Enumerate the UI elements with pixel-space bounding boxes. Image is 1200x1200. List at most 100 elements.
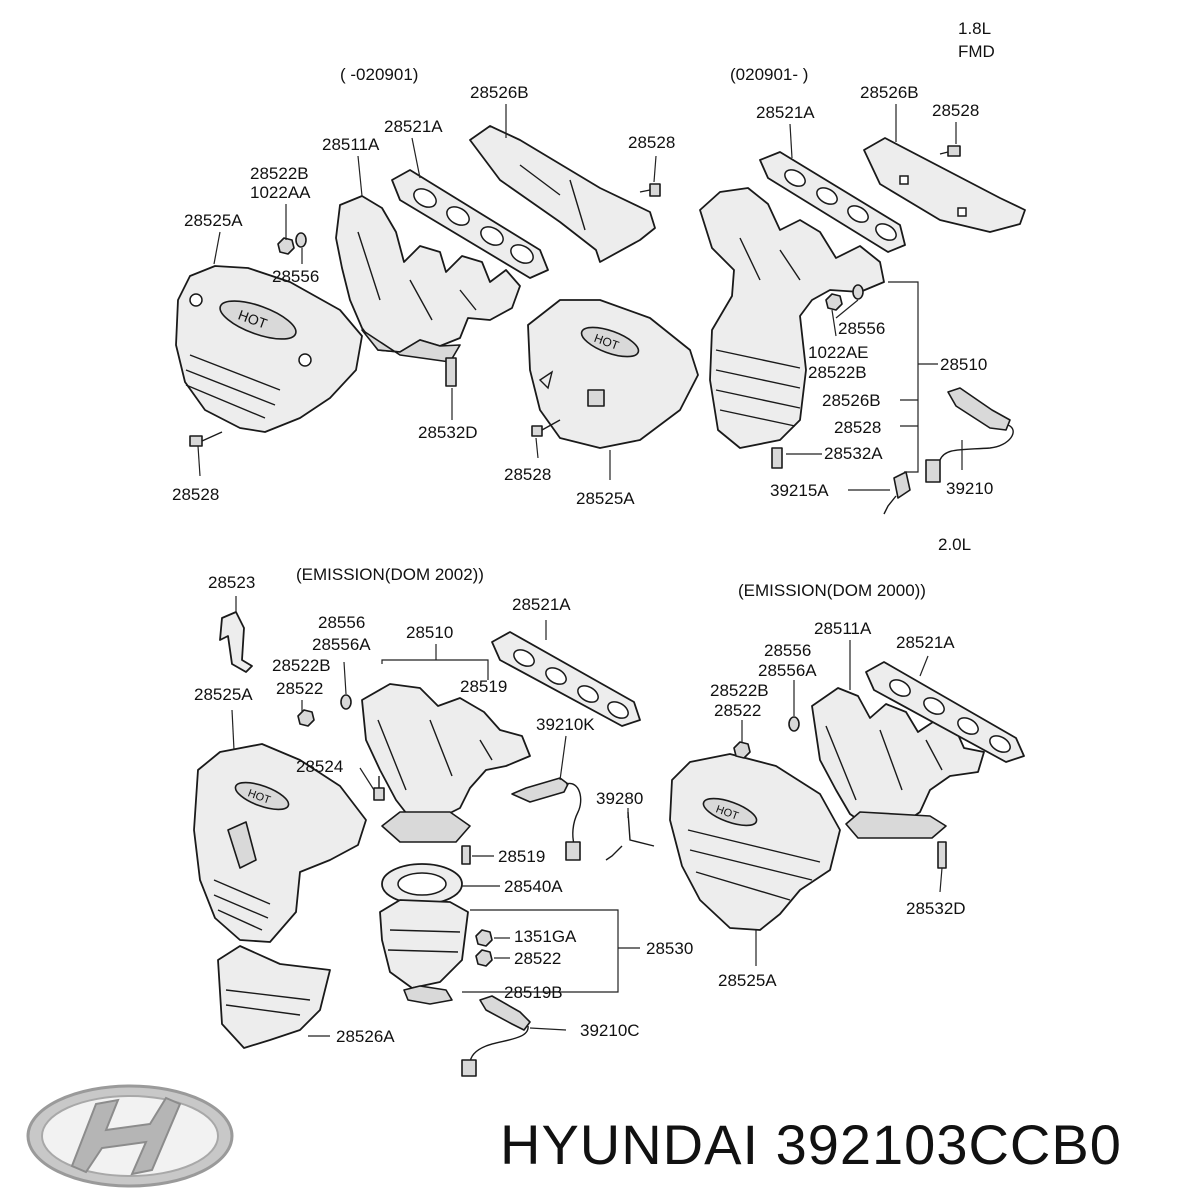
header-bottom-right: (EMISSION(DOM 2000)) xyxy=(738,581,926,600)
label-28528-top-left: 28528 xyxy=(628,133,675,152)
hyundai-logo xyxy=(26,1084,234,1188)
label-28532D-top-left: 28532D xyxy=(418,423,478,442)
label-28511A-top-left: 28511A xyxy=(322,135,380,154)
catalytic-converter-28530 xyxy=(379,899,469,1005)
label-39210-top-right: 39210 xyxy=(946,479,993,498)
bracket-28523 xyxy=(219,611,253,673)
label-28525A-top-middle: 28525A xyxy=(576,489,635,508)
heat-shield-28526A-bottom-left xyxy=(217,945,331,1049)
washer-28556-bottom-right xyxy=(788,716,800,732)
label-28525A-bottom-right: 28525A xyxy=(718,971,777,990)
bolt-28528-top-right xyxy=(939,145,961,157)
gasket-28521A-top-left xyxy=(391,169,549,279)
label-28522B-bottom-left: 28522B xyxy=(272,656,331,675)
label-28530: 28530 xyxy=(646,939,693,958)
stud-28519-mid xyxy=(461,845,471,865)
label-28526B-top-left: 28526B xyxy=(470,83,529,102)
oxygen-sensor-39210-top-right xyxy=(925,387,1014,483)
label-28524: 28524 xyxy=(296,757,343,776)
pipe-39280 xyxy=(605,811,655,861)
label-28528-top-right: 28528 xyxy=(932,101,979,120)
label-28522-bottom-left: 28522 xyxy=(276,679,323,698)
label-28511A-bottom-right: 28511A xyxy=(814,619,872,638)
label-1022AE-top-right: 1022AE xyxy=(808,343,869,362)
label-28522B-bottom-right: 28522B xyxy=(710,681,769,700)
nut-28522B-bottom-right xyxy=(733,741,751,759)
label-28528-top-right-2: 28528 xyxy=(834,418,881,437)
stud-28532D-bottom-right xyxy=(937,841,947,869)
header-bottom-left: (EMISSION(DOM 2002)) xyxy=(296,565,484,584)
bolt-28528-top-middle xyxy=(531,419,561,437)
label-28556A-bottom-right: 28556A xyxy=(758,661,817,680)
label-28526A: 28526A xyxy=(336,1027,395,1046)
label-28521A-top-left: 28521A xyxy=(384,117,443,136)
label-28521A-bottom-left: 28521A xyxy=(512,595,571,614)
label-28528-top-middle: 28528 xyxy=(504,465,551,484)
engine-label-top-sub: FMD xyxy=(958,42,995,61)
nut-28522-low xyxy=(475,949,493,967)
bolt-28528-top-left xyxy=(189,431,223,447)
label-28556A-bottom-left: 28556A xyxy=(312,635,371,654)
engine-label-bottom: 2.0L xyxy=(938,535,971,554)
heat-shield-28525A-bottom-right: HOT xyxy=(669,753,841,931)
label-28519-bottom-left-top: 28519 xyxy=(460,677,507,696)
header-top-right: (020901- ) xyxy=(730,65,808,84)
oxygen-sensor-39210K xyxy=(511,777,582,861)
heat-shield-28526B-top-right xyxy=(863,137,1026,233)
catalytic-manifold-28510-top-right xyxy=(699,187,885,449)
header-top-left: ( -020901) xyxy=(340,65,418,84)
heat-shield-top-left: HOT xyxy=(175,265,363,433)
label-28522B-top-right: 28522B xyxy=(808,363,867,382)
manifold-28510-bottom-left xyxy=(361,683,531,843)
label-28526B-top-right-2: 28526B xyxy=(822,391,881,410)
engine-label-top: 1.8L xyxy=(958,19,991,38)
label-28532A-top-right: 28532A xyxy=(824,444,883,463)
washer-28556-top-left xyxy=(295,232,307,248)
label-28528-top-left-2: 28528 xyxy=(172,485,219,504)
nut-1022AE-top-right xyxy=(825,293,843,311)
leader-lines xyxy=(197,104,963,1037)
heat-shield-top-middle: HOT xyxy=(527,299,699,449)
label-28526B-top-right: 28526B xyxy=(860,83,919,102)
label-1351GA: 1351GA xyxy=(514,927,577,946)
nut-28522B-bottom-left xyxy=(297,709,315,727)
label-28521A-bottom-right: 28521A xyxy=(896,633,955,652)
gasket-28521A-top-right xyxy=(759,151,906,253)
washer-28556-top-right xyxy=(852,284,864,300)
oxygen-sensor-39210C xyxy=(461,995,531,1077)
label-28522-bottom-right: 28522 xyxy=(714,701,761,720)
label-39210K: 39210K xyxy=(536,715,595,734)
label-28522B-top-left: 28522B xyxy=(250,164,309,183)
label-28521A-top-right: 28521A xyxy=(756,103,815,122)
label-39210C: 39210C xyxy=(580,1021,640,1040)
label-28510-bottom-left: 28510 xyxy=(406,623,453,642)
label-28510-top-right: 28510 xyxy=(940,355,987,374)
bracket-39215A-top-right xyxy=(883,471,911,515)
heat-shield-28526B-top-left xyxy=(469,125,656,263)
stud-28532A-top-right xyxy=(771,447,783,469)
label-28532D-bottom-right: 28532D xyxy=(906,899,966,918)
label-28525A-bottom-left: 28525A xyxy=(194,685,253,704)
label-28556-bottom-left: 28556 xyxy=(318,613,365,632)
gasket-28521A-bottom-right xyxy=(865,661,1025,763)
gasket-28540A xyxy=(381,863,463,905)
part-labels: 28526B 28521A 28511A 28522B 1022AA 28525… xyxy=(172,83,993,1046)
label-28525A-top-left: 28525A xyxy=(184,211,243,230)
heat-shield-28525A-bottom-left: HOT xyxy=(193,743,367,943)
label-28556-top-left: 28556 xyxy=(272,267,319,286)
nut-28522B-top-left xyxy=(277,237,295,255)
part-number: 392103CCB0 xyxy=(775,1113,1122,1176)
label-28556-top-right: 28556 xyxy=(838,319,885,338)
washer-28556-bottom-left xyxy=(340,694,352,710)
label-28522-bottom-left-low: 28522 xyxy=(514,949,561,968)
brand-caption: HYUNDAI 392103CCB0 xyxy=(500,1112,1122,1177)
brand-name: HYUNDAI xyxy=(500,1113,760,1176)
label-28519B: 28519B xyxy=(504,983,563,1002)
label-28540A: 28540A xyxy=(504,877,563,896)
nut-1351GA xyxy=(475,929,493,947)
manifold-28511A-top-left xyxy=(335,195,521,363)
label-28519-bottom-left-mid: 28519 xyxy=(498,847,545,866)
label-28523: 28523 xyxy=(208,573,255,592)
label-39280: 39280 xyxy=(596,789,643,808)
